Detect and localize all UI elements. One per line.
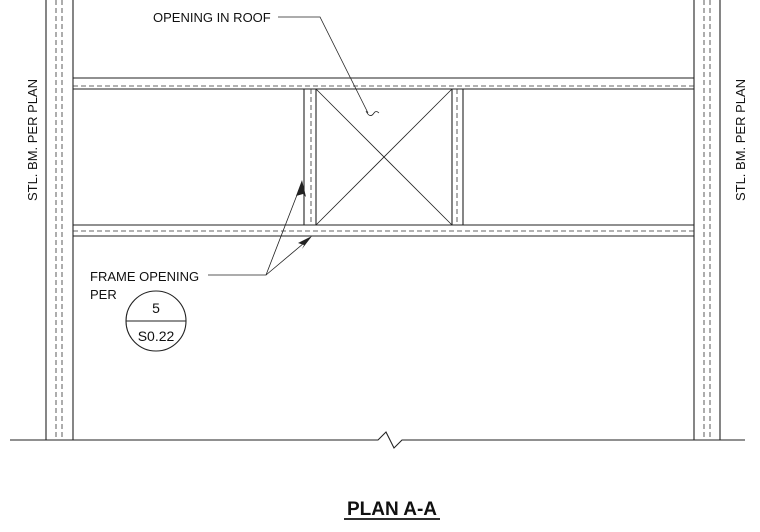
- sheet-number: S0.22: [138, 328, 175, 344]
- opening-left-member: [303, 89, 317, 225]
- right-beam-label: STL. BM. PER PLAN: [733, 79, 748, 201]
- lower-framing-member: [73, 224, 694, 237]
- opening-right-member: [451, 89, 464, 225]
- right-steel-beam: [693, 0, 721, 440]
- arrowhead-lower: [298, 236, 312, 249]
- opening-in-roof-label: OPENING IN ROOF: [153, 10, 271, 25]
- frame-opening-leader: [208, 180, 312, 276]
- frame-opening-per-label: PER: [90, 287, 117, 302]
- opening-in-roof-leader: [278, 16, 380, 116]
- arrowhead-upper: [296, 180, 306, 197]
- detail-reference-bubble[interactable]: 5 S0.22: [125, 290, 187, 352]
- left-steel-beam: [45, 0, 74, 440]
- roof-opening-cross: [315, 88, 453, 226]
- frame-opening-label: FRAME OPENING: [90, 269, 199, 284]
- upper-framing-member: [73, 77, 694, 90]
- left-beam-label: STL. BM. PER PLAN: [25, 79, 40, 201]
- section-break-line: [10, 431, 745, 449]
- plan-title: PLAN A-A: [347, 499, 437, 520]
- detail-number: 5: [152, 300, 160, 316]
